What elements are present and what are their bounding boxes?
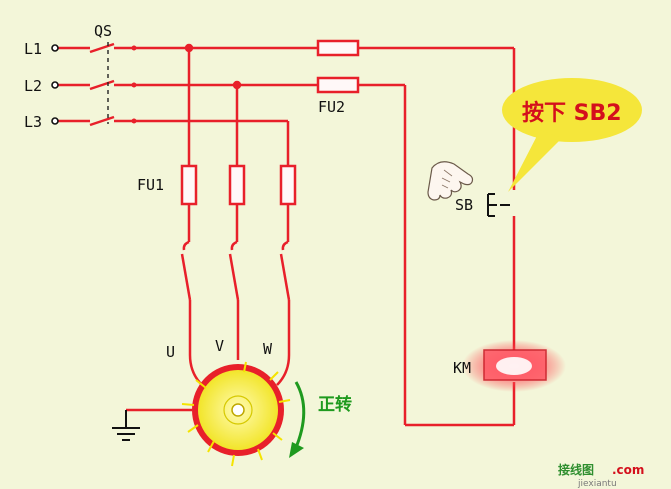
label-terminal-v: V: [215, 337, 224, 355]
km-coil: [462, 340, 566, 392]
junctions: [184, 43, 242, 90]
label-l3: L3: [24, 113, 42, 131]
motor-shaft: [231, 403, 245, 417]
watermark-com: .com: [612, 463, 644, 477]
label-sb: SB: [455, 196, 473, 214]
label-km: KM: [453, 359, 471, 377]
main-contacts: [180, 204, 291, 360]
l2-terminal: [51, 81, 59, 89]
sb2-button: [487, 190, 517, 217]
callout-bubble: [502, 78, 642, 192]
fu1-feeds: [187, 48, 290, 166]
fu1-fuse-v: [228, 164, 246, 206]
label-fu1: FU1: [137, 176, 164, 194]
motor: [112, 354, 306, 467]
line-terminals: [51, 44, 59, 125]
label-l2: L2: [24, 77, 42, 95]
callout-text: 按下 SB2: [522, 100, 622, 126]
fu1-fuse-w: [279, 164, 297, 206]
l3-terminal: [51, 117, 59, 125]
fu2-fuses: [316, 39, 360, 94]
motor-spark-lines: [181, 361, 291, 467]
fu1-fuse-u: [180, 164, 198, 206]
fu1-fuses: [180, 164, 297, 206]
qs-switch: [89, 42, 137, 127]
fu2-fuse-top: [316, 39, 360, 57]
label-terminal-u: U: [166, 343, 175, 361]
ground-icon: [112, 410, 140, 441]
label-qs: QS: [94, 22, 112, 40]
supply-lines: [55, 46, 516, 427]
watermark-cn: 接线图: [558, 462, 594, 477]
fu2-fuse-bottom: [316, 76, 360, 94]
label-fu2: FU2: [318, 98, 345, 116]
label-terminal-w: W: [263, 340, 273, 358]
rotation-arrow-icon: [293, 381, 306, 451]
l1-terminal: [51, 44, 59, 52]
watermark-url: jiexiantu: [577, 479, 617, 489]
label-l1: L1: [24, 40, 42, 58]
rotation-label: 正转: [318, 394, 352, 415]
pointing-hand-icon: [427, 161, 474, 201]
